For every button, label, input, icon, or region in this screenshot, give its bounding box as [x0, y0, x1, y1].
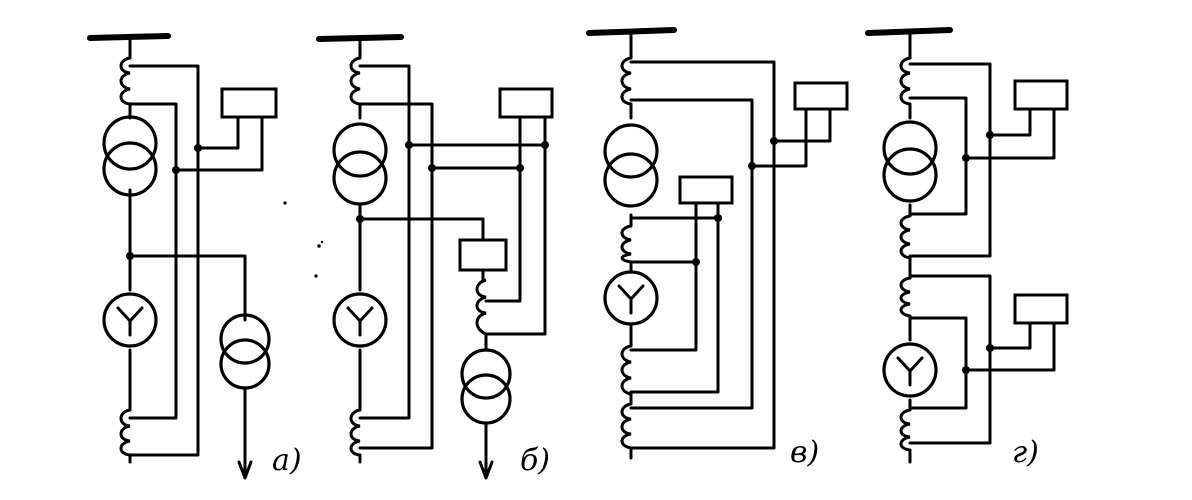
transformer-a — [102, 115, 158, 197]
generator-a — [102, 292, 158, 348]
variant-label-g: г) — [1012, 435, 1039, 470]
current-transformer-b-aux — [475, 278, 487, 336]
transformer-v — [603, 123, 659, 208]
transformer-g — [882, 120, 938, 203]
aux-transformer-b — [460, 348, 512, 425]
variant-label-a: а) — [272, 443, 302, 478]
relay-g-bottom — [1013, 293, 1069, 325]
load-arrow-b — [478, 332, 494, 480]
current-transformer-g-1 — [899, 56, 911, 106]
generator-b — [332, 292, 388, 348]
relay-a — [220, 87, 278, 119]
variant-label-b: б) — [520, 443, 550, 478]
wiring-b — [358, 64, 547, 450]
current-transformer-g-2 — [899, 214, 911, 260]
relay-g-top — [1013, 79, 1069, 111]
wiring-a — [128, 64, 264, 457]
generator-v — [603, 270, 659, 326]
relay-v-middle — [678, 175, 734, 205]
scan-specks — [283, 201, 324, 278]
current-transformer-v-4 — [620, 402, 632, 450]
aux-transformer-a — [219, 313, 271, 390]
variant-label-v: в) — [790, 435, 819, 470]
current-transformer-b-bottom — [349, 408, 361, 457]
relay-v-top — [793, 81, 849, 111]
wiring-v — [629, 60, 832, 450]
relay-b-top — [498, 87, 554, 119]
scheme-b — [316, 34, 554, 480]
current-transformer-a-bottom — [119, 408, 131, 457]
transformer-b — [332, 122, 388, 206]
current-transformer-v-2 — [620, 224, 632, 264]
load-arrow-a — [237, 386, 253, 480]
current-transformer-g-3 — [899, 276, 911, 318]
scheme-a — [87, 33, 278, 480]
scheme-g — [865, 27, 1069, 464]
scheme-v — [586, 27, 849, 460]
relay-b-middle — [458, 238, 508, 272]
current-transformer-v-3 — [620, 344, 632, 396]
current-transformer-g-4 — [899, 408, 911, 452]
current-transformer-a-top — [119, 56, 131, 106]
current-transformer-b-top — [349, 56, 361, 106]
current-transformer-v-1 — [620, 56, 632, 106]
generator-g — [882, 342, 938, 398]
